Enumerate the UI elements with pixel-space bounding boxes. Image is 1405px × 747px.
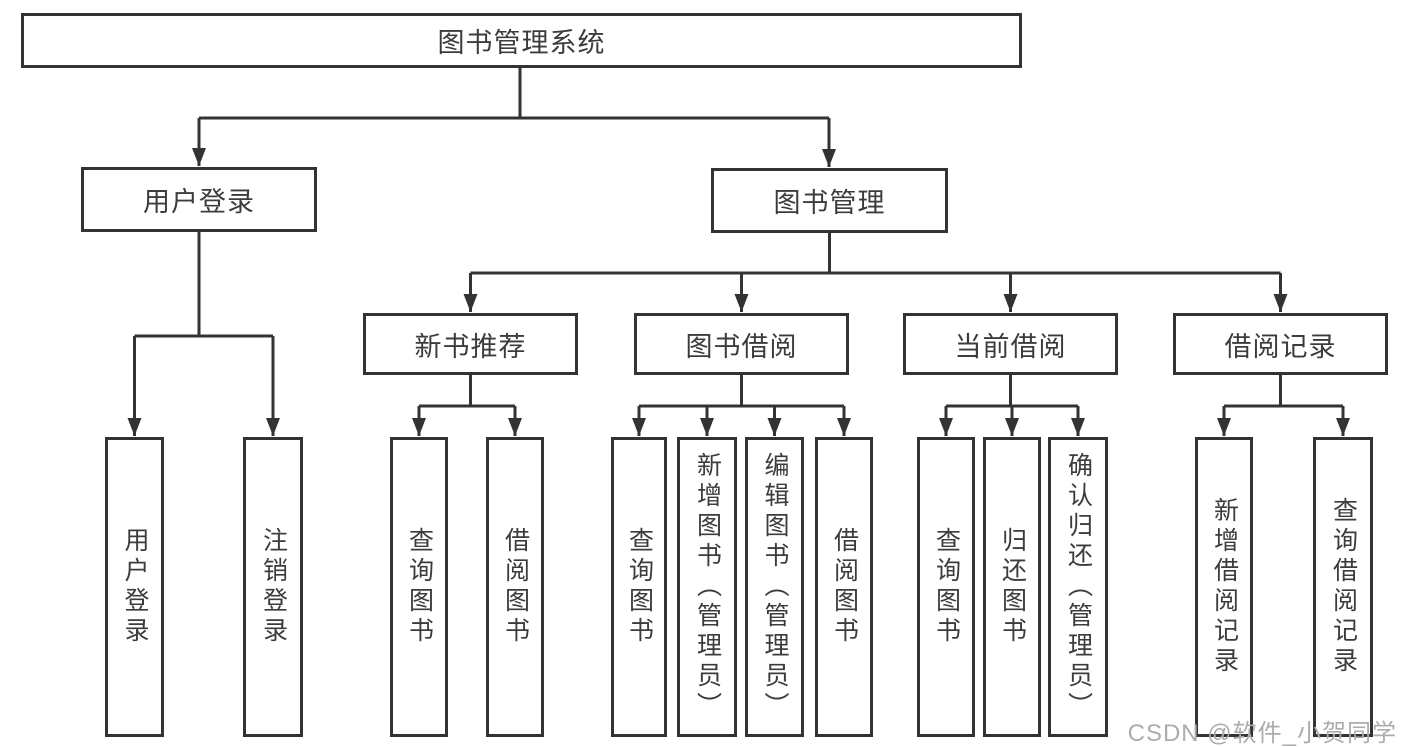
leaf-borrow-borrow-books-label: 借阅图书 bbox=[830, 527, 859, 647]
leaf-borrow-edit-books: 编辑图书（管理员） bbox=[745, 437, 804, 737]
csdn-watermark: CSDN @软件_小贺同学 bbox=[1127, 720, 1397, 747]
node-borrow-records: 借阅记录 bbox=[1173, 313, 1388, 375]
connector-segments bbox=[134, 68, 1343, 408]
leaf-newrec-query-books: 查询图书 bbox=[390, 437, 448, 737]
leaf-current-return-books-label: 归还图书 bbox=[998, 527, 1027, 647]
leaf-login-label: 用户登录 bbox=[121, 527, 149, 647]
leaf-records-add-record-label: 新增借阅记录 bbox=[1210, 497, 1239, 677]
leaf-borrow-query-books: 查询图书 bbox=[611, 437, 667, 737]
node-book-borrow: 图书借阅 bbox=[634, 313, 849, 375]
leaf-current-query-books-label: 查询图书 bbox=[932, 527, 961, 647]
leaf-current-confirm-return-label: 确认归还（管理员） bbox=[1064, 452, 1093, 722]
leaf-borrow-edit-books-label: 编辑图书（管理员） bbox=[761, 452, 789, 722]
node-user-login-label: 用户登录 bbox=[143, 187, 255, 217]
leaf-current-confirm-return: 确认归还（管理员） bbox=[1048, 437, 1108, 737]
leaf-borrow-borrow-books: 借阅图书 bbox=[815, 437, 873, 737]
leaf-records-add-record: 新增借阅记录 bbox=[1195, 437, 1253, 737]
node-book-management: 图书管理 bbox=[711, 168, 948, 233]
leaf-newrec-borrow-books: 借阅图书 bbox=[486, 437, 544, 737]
leaf-records-query-record-label: 查询借阅记录 bbox=[1329, 497, 1358, 677]
node-new-book-recommend-label: 新书推荐 bbox=[414, 331, 527, 362]
leaf-current-query-books: 查询图书 bbox=[917, 437, 975, 737]
node-user-login: 用户登录 bbox=[81, 167, 317, 232]
node-new-book-recommend: 新书推荐 bbox=[363, 313, 578, 375]
node-book-borrow-label: 图书借阅 bbox=[685, 331, 798, 362]
node-root-label: 图书管理系统 bbox=[437, 28, 606, 58]
leaf-logout-label: 注销登录 bbox=[259, 527, 288, 647]
leaf-borrow-query-books-label: 查询图书 bbox=[625, 527, 654, 647]
leaf-borrow-add-books-label: 新增图书（管理员） bbox=[693, 452, 722, 722]
node-current-borrow-label: 当前借阅 bbox=[954, 331, 1067, 362]
node-borrow-records-label: 借阅记录 bbox=[1224, 331, 1337, 362]
node-current-borrow: 当前借阅 bbox=[903, 313, 1118, 375]
leaf-records-query-record: 查询借阅记录 bbox=[1313, 437, 1373, 737]
leaf-current-return-books: 归还图书 bbox=[983, 437, 1041, 737]
leaf-login: 用户登录 bbox=[105, 437, 164, 737]
leaf-newrec-query-books-label: 查询图书 bbox=[405, 527, 434, 647]
leaf-borrow-add-books: 新增图书（管理员） bbox=[677, 437, 737, 737]
node-root: 图书管理系统 bbox=[21, 13, 1022, 68]
leaf-logout: 注销登录 bbox=[243, 437, 303, 737]
node-book-management-label: 图书管理 bbox=[773, 188, 886, 218]
leaf-newrec-borrow-books-label: 借阅图书 bbox=[501, 527, 530, 647]
connector-arrows bbox=[127, 118, 1350, 436]
